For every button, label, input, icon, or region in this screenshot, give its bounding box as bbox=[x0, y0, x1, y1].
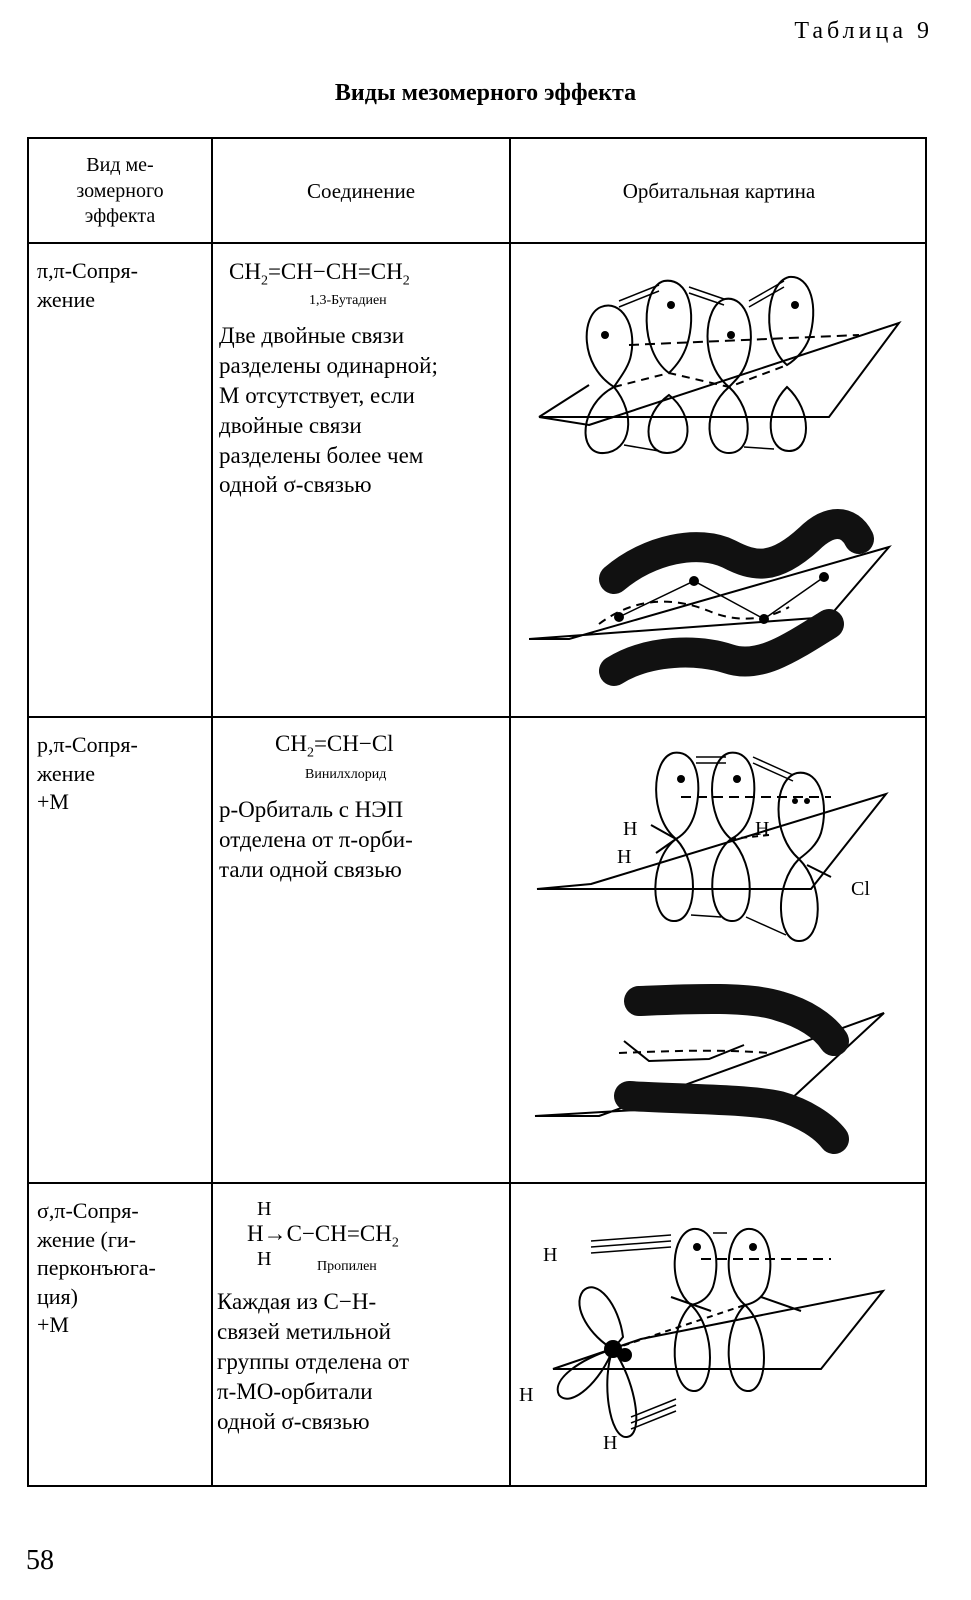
row2-label-h-top-left: H bbox=[623, 818, 638, 840]
row3-label-h-left: H bbox=[519, 1384, 534, 1406]
row1-mo-diagram bbox=[529, 499, 909, 699]
row3-compound-name: Пропилен bbox=[317, 1259, 377, 1274]
column-divider bbox=[509, 139, 511, 1485]
row2-effect: p,π-Сопря- жение +M bbox=[37, 732, 138, 815]
row3-formula-h-bottom: H bbox=[257, 1248, 272, 1270]
row3-label-h-bottom: H bbox=[603, 1432, 618, 1454]
header-compound: Соединение bbox=[306, 179, 416, 203]
row2-description: p-Орбиталь с НЭП отделена от π-орби- тал… bbox=[219, 797, 413, 882]
column-divider bbox=[211, 139, 213, 1485]
row2-compound-name: Винилхлорид bbox=[305, 767, 387, 782]
row1-effect: π,π-Сопря- жение bbox=[37, 258, 138, 312]
row3-formula-h-top: H bbox=[257, 1198, 272, 1220]
row1-description: Две двойные связи разделены одинарной; М… bbox=[219, 323, 438, 498]
mesomeric-effect-table: Вид ме- зомерного эффекта Соединение Орб… bbox=[27, 137, 927, 1487]
row-divider bbox=[29, 716, 925, 718]
table-title: Виды мезомерного эффекта bbox=[334, 80, 637, 106]
row2-label-h-bottom-left: H bbox=[617, 846, 632, 868]
row3-label-h-top: H bbox=[543, 1244, 558, 1266]
row2-label-cl: Cl bbox=[851, 878, 870, 900]
table-number: Таблица 9 bbox=[794, 18, 933, 44]
row3-description: Каждая из С−Н- связей метильной группы о… bbox=[217, 1289, 410, 1434]
row3-formula: H→C−CH=CH2 bbox=[247, 1221, 399, 1251]
row1-orbital-diagram bbox=[519, 265, 919, 455]
row1-compound-name: 1,3-Бутадиен bbox=[309, 293, 387, 308]
row-divider bbox=[29, 1182, 925, 1184]
row3-orbital-diagram bbox=[531, 1219, 891, 1459]
row2-mo-diagram bbox=[529, 981, 889, 1171]
row2-formula: CH2=CH−Cl bbox=[275, 731, 394, 761]
page-number: 58 bbox=[26, 1545, 54, 1576]
header-orbital-picture: Орбитальная картина bbox=[622, 179, 816, 203]
row-divider bbox=[29, 242, 925, 244]
row1-formula: CH2=CH−CH=CH2 bbox=[229, 259, 410, 289]
row2-label-h-right: H bbox=[755, 818, 770, 840]
header-effect-type: Вид ме- зомерного эффекта bbox=[76, 154, 164, 228]
row3-effect: σ,π-Сопря- жение (ги- перконъюга- ция) +… bbox=[37, 1198, 156, 1338]
row2-orbital-diagram bbox=[531, 739, 891, 949]
